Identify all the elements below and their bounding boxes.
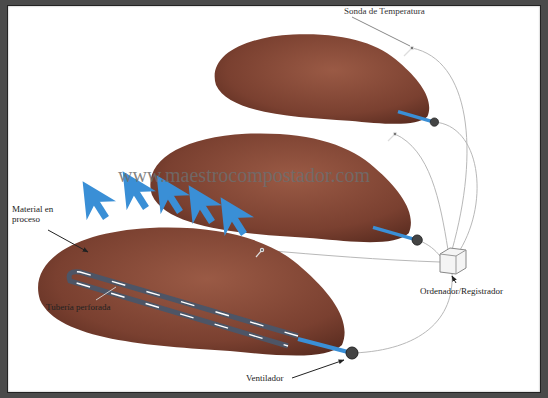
part-label: Ordenador/Registrador bbox=[420, 286, 503, 296]
part-label: Material en proceso bbox=[12, 204, 60, 225]
probe-label: Sonda de Temperatura bbox=[344, 6, 425, 16]
part-label: Tubería perforada bbox=[46, 302, 110, 312]
watermark: www.maestrocompostador.com bbox=[118, 164, 370, 187]
part-label: Ventilador bbox=[246, 373, 284, 383]
